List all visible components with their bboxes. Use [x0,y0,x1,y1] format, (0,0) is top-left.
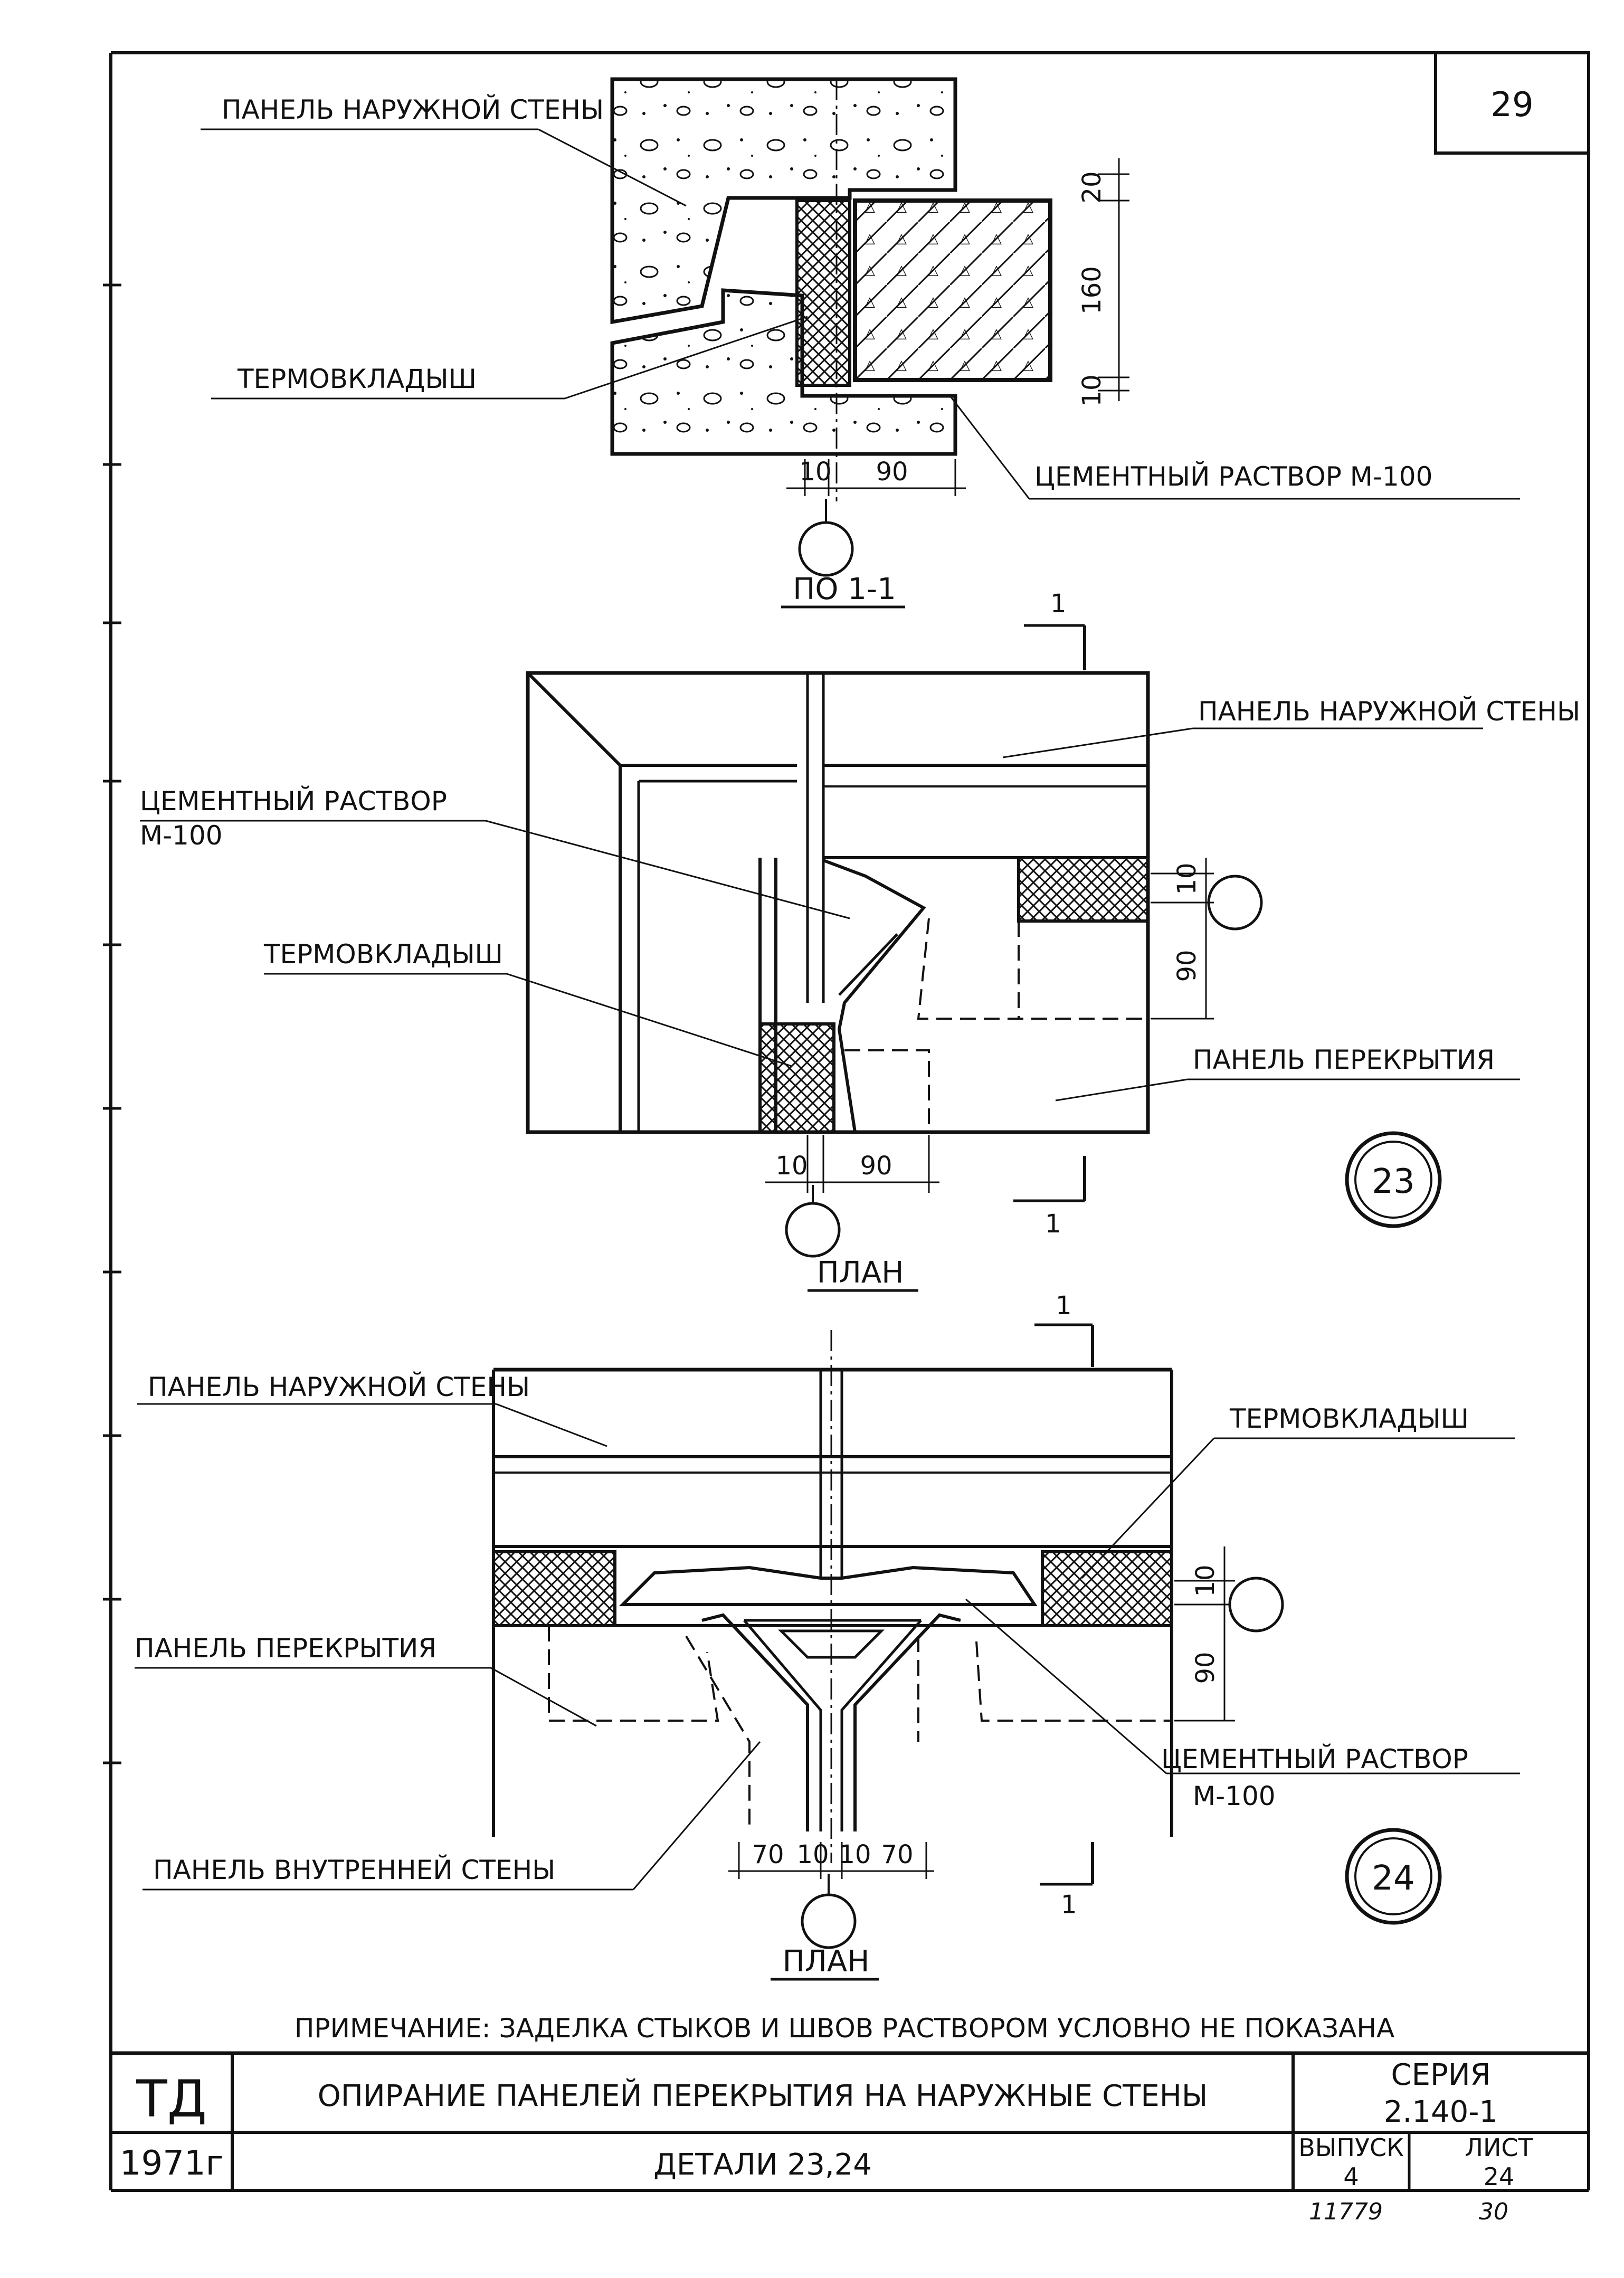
axis-bubble-section [798,521,854,577]
label-outer-panel-1: ПАНЕЛЬ НАРУЖНОЙ СТЕНЫ [222,94,604,125]
dim-90: 90 [876,457,908,487]
dim-160: 160 [1077,266,1107,315]
label-floor-panel-24: ПАНЕЛЬ ПЕРЕКРЫТИЯ [135,1633,436,1664]
detail-24-number: 24 [1372,1859,1414,1898]
drawing-subtitle: ДЕТАЛИ 23,24 [653,2148,872,2182]
label-outer-panel-24: ПАНЕЛЬ НАРУЖНОЙ СТЕНЫ [148,1371,530,1402]
cut-label-24-bottom: 1 [1061,1890,1077,1920]
label-mortar-23-b: М-100 [140,820,223,851]
label-outer-panel-23: ПАНЕЛЬ НАРУЖНОЙ СТЕНЫ [1198,696,1580,727]
dim-23-v10: 10 [1172,862,1202,895]
thermal-insert-section [795,199,851,387]
dim-23-10: 10 [775,1151,808,1181]
cut-mark-24-bottom: 1 [1040,1842,1094,1920]
sheet-label: ЛИСТ [1465,2133,1533,2162]
dim-23-v90: 90 [1172,950,1202,982]
cut-mark-24-top: 1 [1034,1291,1094,1367]
year: 1971г [120,2144,224,2183]
note-text: ПРИМЕЧАНИЕ: ЗАДЕЛКА СТЫКОВ И ШВОВ РАСТВО… [295,2013,1394,2044]
drawing-title: ОПИРАНИЕ ПАНЕЛЕЙ ПЕРЕКРЫТИЯ НА НАРУЖНЫЕ … [318,2078,1208,2113]
label-inner-panel-24: ПАНЕЛЬ ВНУТРЕННЕЙ СТЕНЫ [153,1854,555,1885]
cut-label-23-bottom: 1 [1045,1209,1061,1239]
detail-23-number: 23 [1372,1162,1414,1201]
dim-24-70a: 70 [752,1840,784,1869]
label-mortar-24-b: М-100 [1193,1781,1276,1811]
label-mortar-1: ЦЕМЕНТНЫЙ РАСТВОР М-100 [1034,461,1432,492]
cut-label-24-top: 1 [1056,1291,1072,1321]
dim-10: 10 [799,457,831,487]
dim-10-right: 10 [1077,374,1107,406]
cut-label-23-top: 1 [1050,589,1067,619]
floor-slab-section [853,198,1052,382]
title-block: ТД 1971г ОПИРАНИЕ ПАНЕЛЕЙ ПЕРЕКРЫТИЯ НА … [111,2051,1589,2225]
label-thermal-24: ТЕРМОВКЛАДЫШ [1229,1403,1469,1434]
section-dims-right: 20 160 10 [1077,158,1129,407]
section-1-1: 10 90 20 160 10 ПО 1-1 ПАНЕЛЬ НАРУЖНОЙ С… [201,77,1520,609]
outer-wall-upper [610,77,957,325]
cut-mark-23-top: 1 [1024,589,1086,670]
dim-20: 20 [1077,171,1107,203]
org-mark: ТД [136,2070,207,2129]
sheet-number: 29 [1490,86,1533,125]
label-thermal-23: ТЕРМОВКЛАДЫШ [263,939,503,970]
dim-23-90: 90 [860,1151,892,1181]
archive-sheet: 30 [1479,2198,1508,2225]
issue-value: 4 [1343,2162,1359,2191]
sheet-number-box: 29 [1434,51,1590,155]
dim-24-v10: 10 [1191,1564,1220,1597]
dim-24-v90: 90 [1191,1651,1220,1684]
series-label: СЕРИЯ [1391,2058,1490,2092]
series-value: 2.140-1 [1384,2095,1498,2129]
detail-24-caption: ПЛАН [783,1944,870,1979]
sheet-frame [103,51,1590,2192]
issue-label: ВЫПУСК [1298,2133,1404,2162]
dim-24-10a: 10 [796,1840,829,1869]
label-thermal-1: ТЕРМОВКЛАДЫШ [237,364,477,394]
sheet-value: 24 [1484,2162,1515,2191]
detail-23: 1 1 [140,589,1580,1292]
outer-wall-lower [610,288,957,456]
archive-number: 11779 [1309,2198,1383,2225]
cut-mark-23-bottom: 1 [1013,1156,1086,1239]
section-caption: ПО 1-1 [793,572,896,606]
label-mortar-24-a: ЦЕМЕНТНЫЙ РАСТВОР [1161,1743,1468,1774]
detail-23-caption: ПЛАН [817,1256,904,1290]
dim-24-10b: 10 [839,1840,871,1869]
detail-24: 1 1 10 [135,1291,1520,1981]
label-mortar-23-a: ЦЕМЕНТНЫЙ РАСТВОР [140,785,447,817]
section-dims-bottom: 10 90 [786,457,966,496]
label-floor-panel-23: ПАНЕЛЬ ПЕРЕКРЫТИЯ [1193,1045,1495,1075]
dim-24-70b: 70 [881,1840,913,1869]
